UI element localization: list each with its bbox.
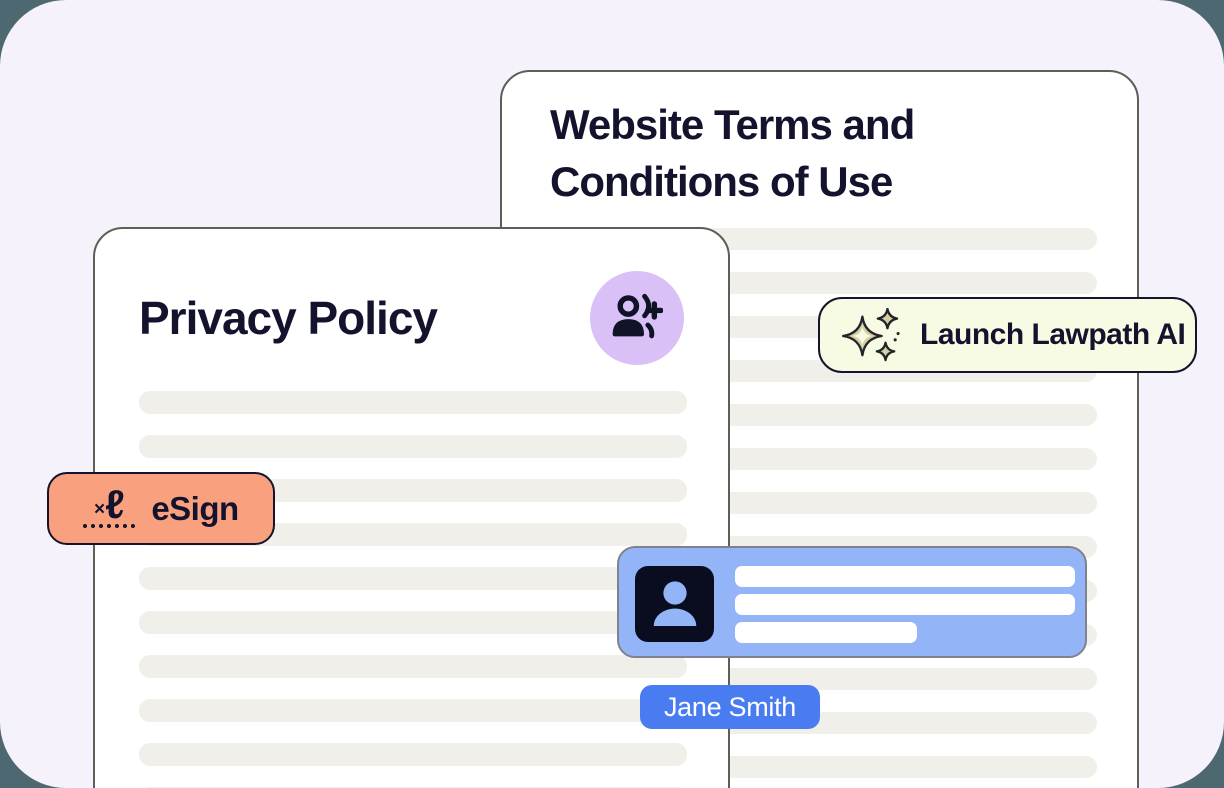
user-avatar-icon: [635, 566, 714, 642]
placeholder-line: [139, 699, 687, 722]
placeholder-line: [139, 479, 687, 502]
launch-lawpath-ai-button[interactable]: Launch Lawpath AI: [818, 297, 1197, 373]
person-add-icon: [612, 293, 663, 339]
document-title-terms: Website Terms and Conditions of Use: [550, 101, 915, 205]
add-user-badge[interactable]: [590, 271, 684, 365]
placeholder-line: [139, 435, 687, 458]
ai-button-label: Launch Lawpath AI: [920, 318, 1186, 351]
signature-icon: ×ℓ: [83, 485, 136, 529]
document-title-privacy: Privacy Policy: [139, 292, 438, 344]
placeholder-line: [735, 566, 1075, 587]
document-header: Privacy Policy: [139, 271, 684, 365]
placeholder-line: [735, 594, 1075, 615]
esign-label: eSign: [151, 489, 239, 527]
placeholder-line: [735, 622, 917, 643]
placeholder-line: [139, 391, 687, 414]
assignee-name: Jane Smith: [663, 691, 797, 722]
sparkles-icon: [842, 308, 900, 362]
assignee-card[interactable]: [617, 546, 1087, 658]
placeholder-line: [139, 523, 687, 546]
placeholder-lines-privacy: [139, 391, 687, 788]
placeholder-line: [139, 611, 687, 634]
assignee-placeholder-lines: [735, 566, 1075, 643]
esign-badge[interactable]: ×ℓ eSign: [47, 472, 275, 545]
placeholder-line: [139, 655, 687, 678]
placeholder-line: [139, 743, 687, 766]
assignee-name-chip: Jane Smith: [640, 685, 820, 729]
placeholder-line: [139, 567, 687, 590]
